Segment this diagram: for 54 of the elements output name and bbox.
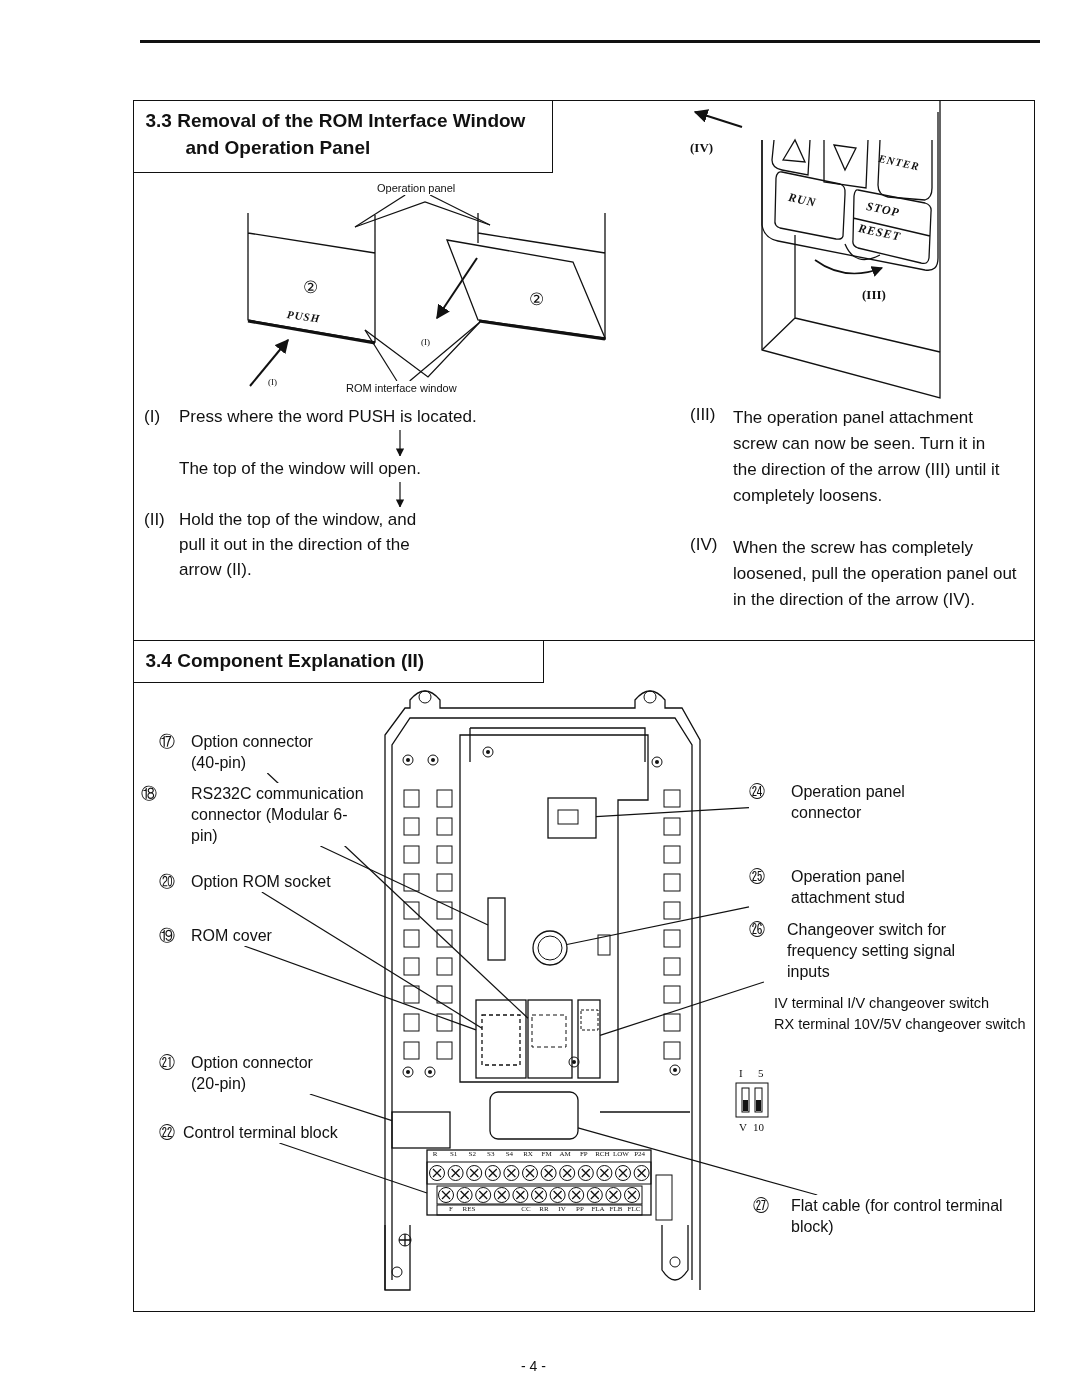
leader-line	[243, 945, 477, 1031]
callout-number: ②	[529, 290, 544, 311]
switch-marking: I	[739, 1067, 743, 1081]
key-label: STOP	[865, 199, 902, 221]
connector-part	[391, 1111, 451, 1149]
leader-line	[309, 1093, 393, 1122]
direction-label: (III)	[862, 287, 886, 303]
part-caption: Operation panel	[377, 181, 456, 195]
leader-line	[429, 194, 491, 226]
page-number: - 4 -	[521, 1358, 546, 1375]
connector-part	[527, 999, 573, 1079]
leader-line	[354, 194, 406, 228]
switch-note: RX terminal 10V/5V changeover switch	[774, 1016, 1026, 1034]
leader-line	[364, 329, 398, 382]
part-caption: ROM interface window	[346, 381, 457, 395]
stud-part	[532, 930, 568, 966]
switch-marking: 10	[753, 1121, 764, 1135]
direction-label: (IV)	[690, 140, 714, 156]
rom-socket-part	[481, 1014, 521, 1066]
switch-part	[577, 999, 601, 1079]
leader-line	[595, 807, 750, 818]
connector-part	[487, 897, 506, 961]
push-marking: PUSH	[286, 308, 321, 326]
leader-line	[599, 981, 765, 1036]
switch-marking: 5	[758, 1067, 764, 1081]
section-heading: 3.3 Removal of the ROM Interface Window and Operation Panel	[132, 99, 553, 173]
step-text: The operation panel attachment screw can now be seen. Turn it in the direction of the arrow (III) until it completely loosens.	[733, 407, 1001, 507]
leader-line	[577, 1127, 818, 1196]
switch-marking: V	[739, 1121, 747, 1135]
step-text: When the screw has completely loosened, pull the operation panel out in the direction of the arrow (IV).	[733, 537, 1018, 611]
leader-line	[261, 891, 483, 1029]
rom-cover-part	[475, 999, 527, 1079]
key-label: RUN	[787, 190, 818, 210]
direction-label: (I)	[268, 377, 277, 388]
leader-line	[409, 321, 481, 382]
arrow	[395, 429, 405, 457]
step-number: (III)	[690, 405, 716, 426]
section-frame	[133, 100, 1035, 641]
callout-number: ②	[303, 278, 318, 299]
leader-line	[278, 1142, 428, 1194]
section-frame	[133, 640, 1035, 1312]
key-label: ENTER	[877, 152, 921, 174]
switch-note: IV terminal I/V changeover switch	[774, 995, 990, 1013]
key-label: RESET	[857, 221, 903, 244]
direction-label: (I)	[421, 337, 430, 348]
flat-cable-part	[489, 1091, 579, 1140]
section-heading: 3.4 Component Explanation (II)	[132, 639, 544, 683]
terminal-block-part	[426, 1149, 652, 1216]
callout-text: RS232C communication connector (Modular 6-pin)	[191, 783, 366, 846]
step-number: (IV)	[690, 535, 718, 556]
leader-line	[319, 845, 489, 926]
arrow	[395, 481, 405, 508]
connector-part	[547, 797, 597, 839]
leader-line	[566, 906, 750, 946]
